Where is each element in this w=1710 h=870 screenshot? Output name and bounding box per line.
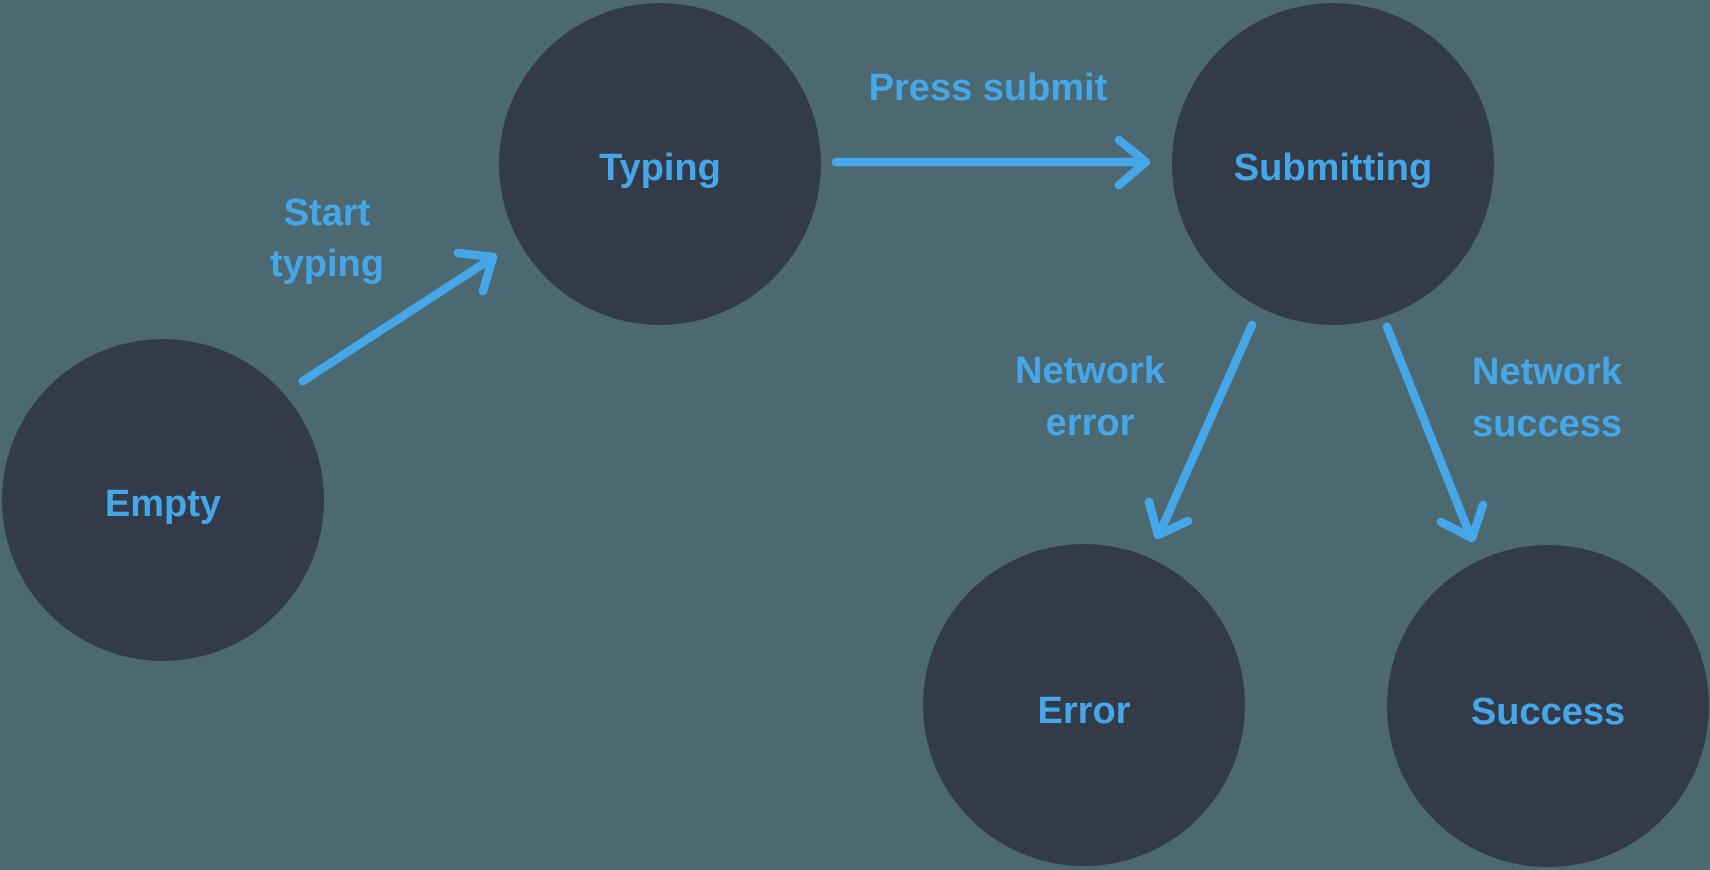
state-circle <box>2 339 324 661</box>
arrow-line <box>1156 320 1257 535</box>
state-circle <box>499 3 821 325</box>
transition-submitting-to-success: Network success <box>1382 322 1623 543</box>
state-node-error: Error <box>923 544 1245 866</box>
transition-label-line: Network <box>1015 350 1166 392</box>
state-circle <box>923 544 1245 866</box>
state-label: Empty <box>105 483 221 525</box>
arrowhead-icon <box>1436 500 1488 543</box>
transition-empty-to-typing: Start typing <box>270 192 498 386</box>
arrowhead-icon <box>1144 497 1193 540</box>
state-label: Success <box>1471 691 1625 733</box>
arrow-line <box>1382 322 1473 535</box>
state-node-success: Success <box>1387 545 1709 867</box>
transition-label-line: Press submit <box>869 67 1108 109</box>
arrowhead-icon <box>453 248 498 296</box>
state-label: Submitting <box>1234 147 1432 189</box>
transition-submitting-to-error: Network error <box>1015 320 1257 540</box>
transition-label-line: error <box>1046 402 1135 444</box>
transition-label-line: success <box>1472 403 1622 445</box>
state-label: Error <box>1038 690 1131 732</box>
state-label: Typing <box>599 147 721 189</box>
transition-label-line: Network <box>1472 351 1623 393</box>
arrowhead-icon <box>1114 135 1151 190</box>
transition-label-line: typing <box>270 243 384 285</box>
arrow-line <box>298 255 494 386</box>
state-node-typing: Typing <box>499 3 821 325</box>
transition-label-line: Start <box>284 192 371 234</box>
state-node-submitting: Submitting <box>1172 3 1494 325</box>
transition-typing-to-submitting: Press submit <box>831 67 1151 190</box>
state-circle <box>1172 3 1494 325</box>
state-circle <box>1387 545 1709 867</box>
state-node-empty: Empty <box>2 339 324 661</box>
